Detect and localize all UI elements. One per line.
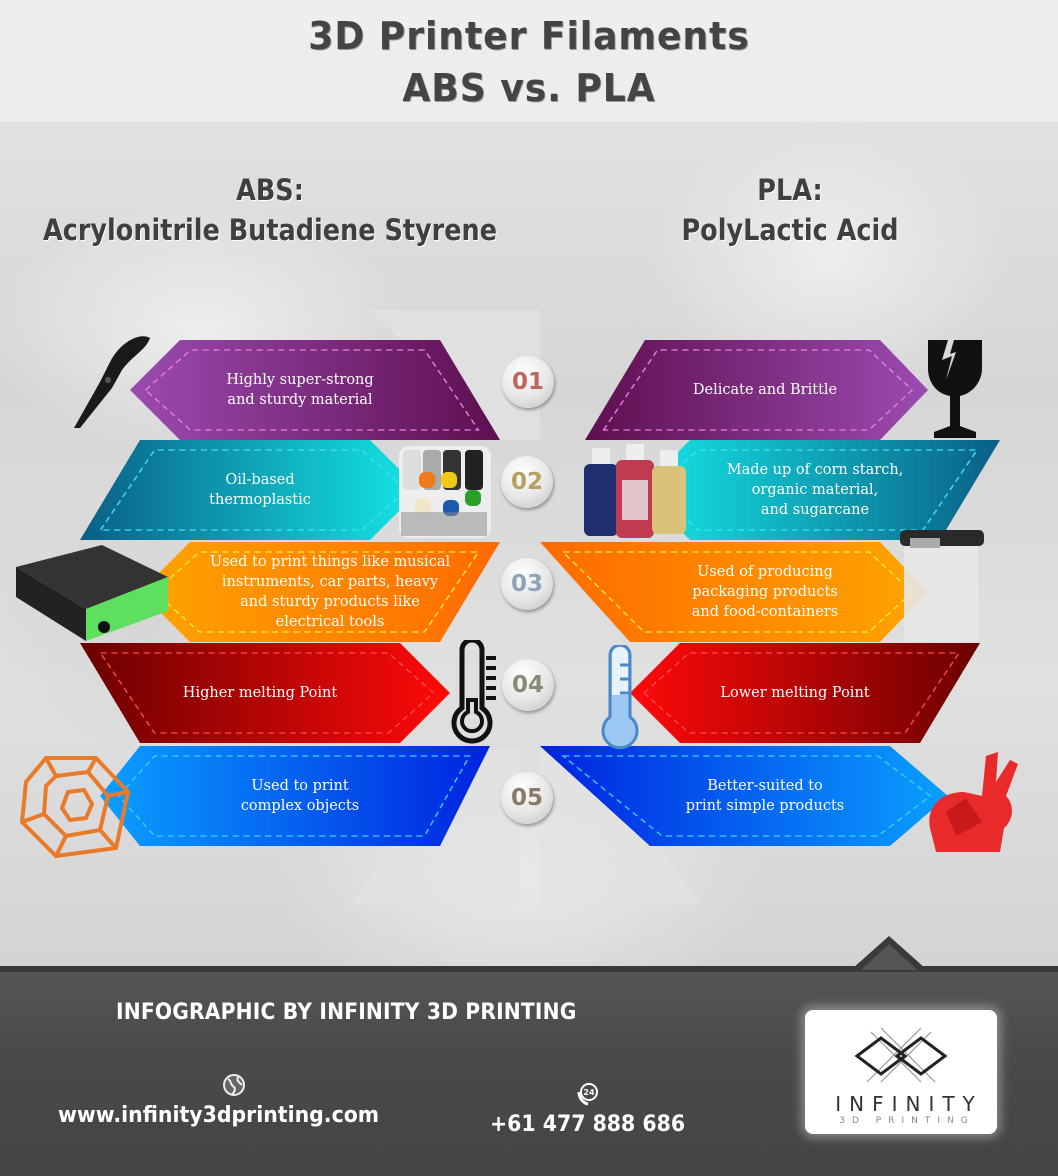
row-number-badge: 04 (502, 659, 554, 711)
svg-text:24: 24 (583, 1088, 595, 1097)
globe-icon (223, 1074, 245, 1096)
lattice-object-icon (19, 756, 131, 859)
website-link[interactable]: www.infinity3dprinting.com (58, 1103, 380, 1128)
abs-column-heading: ABS: Acrylonitrile Butadiene Styrene (41, 170, 499, 250)
title-bar (0, 0, 1058, 122)
logo-wordmark: INFINITY (835, 1092, 983, 1116)
page-subtitle: ABS vs. PLA (402, 66, 656, 110)
fragile-glass-icon (928, 340, 982, 438)
footer-notch-inner (861, 944, 917, 970)
abs-banner-02: Oil-based thermoplastic (60, 440, 510, 540)
abs-banner-01: Highly super-strong and sturdy material (60, 340, 510, 440)
pla-point-text: Lower melting Point (720, 685, 870, 701)
abs-point-text: Used to print things like musical instru… (209, 554, 451, 630)
row-number-badge: 02 (501, 456, 553, 508)
pla-abbr: PLA: (757, 173, 823, 207)
abs-banner-03: Used to print things like musical instru… (60, 542, 510, 642)
pla-banner-05: Better-suited to print simple products (540, 746, 1000, 846)
infinity-logo: INFINITY 3D PRINTING (805, 1010, 997, 1134)
row-number-badge: 05 (501, 772, 553, 824)
abs-banner-04: Higher melting Point (60, 643, 510, 743)
thermometer-low-icon (601, 645, 639, 750)
infinity-logo-mark-icon (854, 1027, 948, 1083)
thermometer-high-icon (451, 640, 496, 744)
abs-point-text: Higher melting Point (182, 685, 338, 701)
bunny-model-icon (929, 752, 1018, 852)
pla-full-name: PolyLactic Acid (681, 213, 899, 247)
pla-point-text: Better-suited to print simple products (685, 778, 845, 814)
abs-point-text: Used to print complex objects (240, 778, 360, 814)
food-container-icon (900, 530, 984, 642)
pla-banner-01: Delicate and Brittle (540, 340, 1000, 440)
pla-point-text: Used of producing packaging products and… (691, 564, 839, 620)
pla-banner-03: Used of producing packaging products and… (540, 542, 1000, 642)
pla-column-heading: PLA: PolyLactic Acid (588, 170, 993, 250)
page-title: 3D Printer Filaments (308, 14, 750, 58)
bottles-icon (584, 444, 686, 538)
row-number-badge: 03 (501, 558, 553, 610)
pla-point-text: Made up of corn starch, organic material… (726, 462, 904, 518)
electronics-box-icon (16, 545, 168, 641)
phone-24-icon: 24 (577, 1083, 598, 1106)
abs-banner-05: Used to print complex objects (60, 746, 510, 846)
spray-cans-icon (399, 446, 491, 538)
phone-number[interactable]: +61 477 888 686 (490, 1112, 686, 1137)
pla-banner-04: Lower melting Point (540, 643, 1000, 743)
abs-point-text: Oil-based thermoplastic (209, 472, 311, 508)
knife-icon (74, 336, 150, 428)
abs-abbr: ABS: (236, 173, 304, 207)
abs-full-name: Acrylonitrile Butadiene Styrene (42, 213, 498, 247)
pla-banner-02: Made up of corn starch, organic material… (540, 440, 1000, 540)
row-number-badge: 01 (502, 356, 554, 408)
footer-credit: INFOGRAPHIC BY INFINITY 3D PRINTING (116, 1000, 577, 1025)
abs-point-text: Highly super-strong and sturdy material (226, 372, 374, 408)
pla-point-text: Delicate and Brittle (692, 382, 838, 398)
logo-tagline: 3D PRINTING (839, 1116, 975, 1126)
